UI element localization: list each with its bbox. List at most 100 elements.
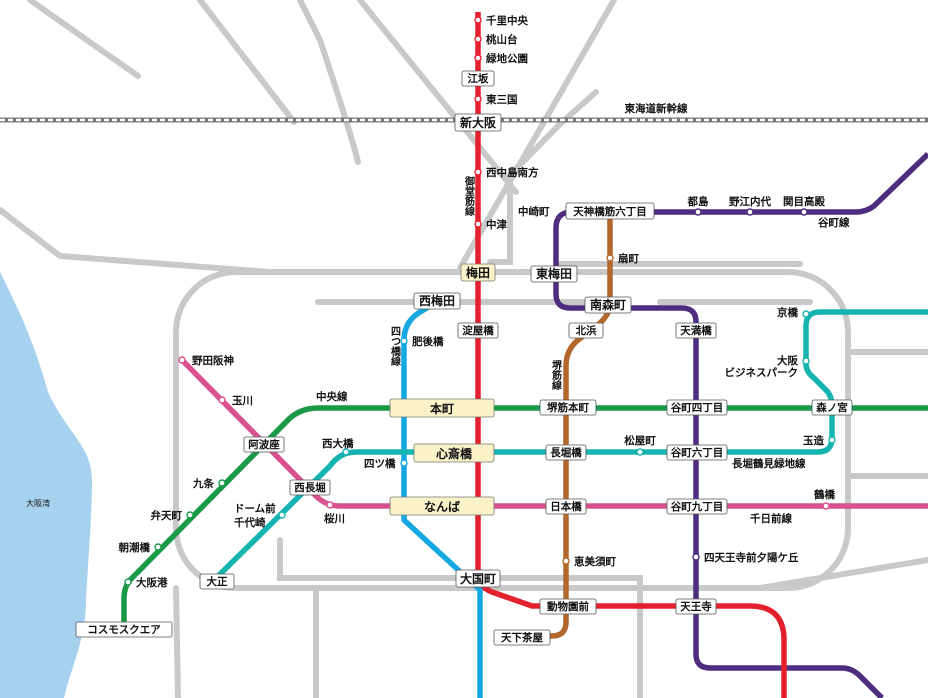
station-honmachi: 本町 — [389, 398, 495, 418]
svg-text:阿波座: 阿波座 — [248, 438, 280, 451]
svg-text:梅田: 梅田 — [466, 265, 490, 280]
station-tanimachi4: 谷町四丁目 — [666, 399, 728, 416]
svg-text:西梅田: 西梅田 — [419, 293, 455, 308]
svg-text:日本橋: 日本橋 — [550, 500, 582, 513]
jr-kyoto-line — [197, 0, 297, 125]
station-morinomiya: 森ノ宮 — [811, 399, 853, 416]
station-yodoyabashi: 淀屋橋 — [457, 322, 499, 339]
dot-ebisucho — [562, 557, 570, 565]
station-taisho: 大正 — [199, 573, 235, 590]
svg-text:堺筋本町: 堺筋本町 — [547, 401, 589, 414]
station-tenmabashi: 天満橋 — [675, 322, 717, 339]
midosuji-line-label: 御堂筋線 — [463, 175, 476, 217]
svg-text:東梅田: 東梅田 — [536, 266, 572, 281]
svg-text:天神橋筋六丁目: 天神橋筋六丁目 — [573, 205, 647, 218]
dot-nishiohashi — [342, 448, 350, 456]
station-esaka: 江坂 — [461, 70, 495, 87]
jr-line-west — [0, 207, 273, 275]
station-kitahama: 北浜 — [568, 322, 604, 339]
svg-text:北浜: 北浜 — [576, 324, 597, 337]
label-nodahanshin: 野田阪神 — [192, 354, 234, 367]
svg-text:天満橋: 天満橋 — [680, 324, 712, 337]
transfer-stations: 江坂 新大阪 梅田 西梅田 東梅田 天神橋筋六丁目 南森町 淀屋橋 北浜 天満橋… — [75, 70, 853, 646]
label-nakatsu: 中津 — [486, 218, 507, 231]
dot-noeuchindai — [746, 208, 754, 216]
osaka-bay — [0, 272, 92, 698]
label-osakako: 大阪港 — [136, 576, 168, 589]
dot-osakako — [124, 578, 132, 586]
svg-text:心斎橋: 心斎橋 — [436, 446, 473, 461]
sakaisuji-line — [540, 212, 613, 639]
chuo-line — [121, 405, 928, 624]
station-dobutsuenmae: 動物園前 — [539, 598, 597, 615]
dot-kyobashi — [802, 310, 810, 318]
label-sakuragawa: 桜川 — [324, 512, 345, 525]
label-kujo: 九条 — [192, 477, 214, 490]
station-nishiumeda: 西梅田 — [413, 292, 461, 310]
jr-east-3 — [757, 557, 928, 591]
dot-domemae — [278, 511, 286, 519]
station-labels: 千里中央 桃山台 緑地公園 東三国 西中島南方 中津 中崎町 都島 野江内代 関… — [119, 14, 836, 589]
dot-nakatsu — [474, 220, 482, 228]
jr-umeda-curve — [487, 89, 599, 265]
svg-text:長堀橋: 長堀橋 — [550, 446, 582, 459]
sakaisuji-line-label: 堺筋線 — [550, 359, 563, 391]
svg-text:谷町九丁目: 谷町九丁目 — [671, 500, 724, 513]
station-tenjinbashisuji: 天神橋筋六丁目 — [565, 202, 655, 220]
nagahori-line — [210, 309, 928, 584]
svg-text:動物園前: 動物園前 — [547, 600, 589, 613]
label-senrichuo: 千里中央 — [486, 14, 528, 27]
dot-bentencho — [186, 511, 194, 519]
station-nishinagahori: 西長堀 — [289, 479, 331, 496]
label-ogimachi: 扇町 — [618, 252, 639, 265]
station-namba: なんば — [389, 496, 495, 516]
label-matsuyamachi: 松屋町 — [624, 434, 656, 447]
dot-kujo — [218, 479, 226, 487]
label-ryokuchikoen: 緑地公園 — [486, 52, 528, 65]
dot-nodahanshin — [178, 356, 186, 364]
sennichimae-line-label: 千日前線 — [750, 512, 792, 525]
label-obp1: 大阪 — [777, 354, 798, 367]
jr-tozai-line — [297, 0, 361, 165]
station-sakaisujihonmachi: 堺筋本町 — [539, 399, 597, 416]
label-tamatsukuri: 玉造 — [803, 434, 824, 447]
label-obp2: ビジネスパーク — [725, 366, 799, 379]
label-momoyamadai: 桃山台 — [486, 33, 518, 46]
station-tengachaya: 天下茶屋 — [493, 629, 551, 646]
jr-line-nw — [27, 0, 141, 79]
jr-line-n — [357, 0, 519, 195]
dot-miyakojima — [694, 208, 702, 216]
dot-sakuragawa — [326, 501, 334, 509]
chuo-line-label: 中央線 — [316, 390, 348, 403]
station-nipponbashi: 日本橋 — [545, 498, 587, 515]
label-noeuchindai: 野江内代 — [729, 195, 771, 208]
label-higobashi: 肥後橋 — [412, 335, 444, 348]
dot-tamatsukuri — [828, 436, 836, 444]
svg-text:本町: 本町 — [430, 401, 454, 416]
label-yotsubashi: 四ツ橋 — [364, 457, 396, 470]
osaka-bay-label: 大阪湾 — [26, 498, 50, 508]
label-miyakojima: 都島 — [687, 195, 709, 208]
station-cosmosquare: コスモスクエア — [75, 621, 173, 638]
label-higashimikuni: 東三国 — [486, 93, 518, 106]
label-sekimetakadono: 関目高殿 — [783, 195, 825, 208]
svg-text:コスモスクエア: コスモスクエア — [87, 624, 161, 636]
dot-shitennoji — [692, 553, 700, 561]
dot-yotsubashi — [400, 459, 408, 467]
tanimachi-line-label: 谷町線 — [818, 216, 850, 229]
label-tsuruhashi: 鶴橋 — [814, 488, 835, 501]
svg-text:新大阪: 新大阪 — [460, 115, 497, 130]
svg-text:天王寺: 天王寺 — [680, 600, 712, 613]
label-nishinakajima: 西中島南方 — [486, 166, 539, 179]
dot-higobashi — [400, 337, 408, 345]
svg-text:森ノ宮: 森ノ宮 — [815, 401, 848, 414]
dot-obp — [802, 357, 810, 365]
svg-text:淀屋橋: 淀屋橋 — [462, 324, 494, 337]
dot-ryokuchikoen — [474, 54, 482, 62]
shinkansen-label: 東海道新幹線 — [625, 102, 688, 115]
svg-text:大国町: 大国町 — [460, 571, 496, 586]
label-shitennoji: 四天王寺前夕陽ケ丘 — [704, 551, 799, 564]
label-kyobashi: 京橋 — [777, 306, 798, 319]
